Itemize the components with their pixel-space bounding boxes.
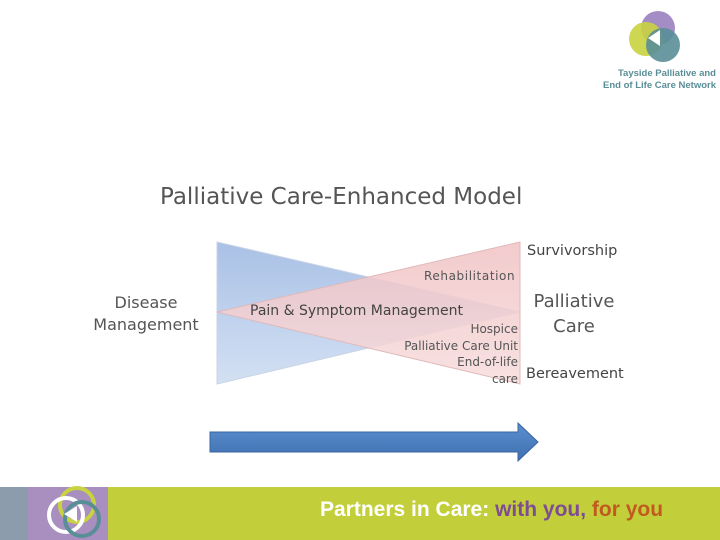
palliative-label-line1: Palliative: [533, 291, 615, 312]
hospice-label: Hospice: [470, 322, 518, 336]
organization-name-line2: End of Life Care Network: [603, 80, 716, 91]
disease-label-line1: Disease: [114, 293, 178, 312]
tagline-part2: with you,: [495, 498, 592, 521]
palliative-care-wedge: [216, 241, 521, 385]
organization-name-line1: Tayside Palliative and: [617, 68, 716, 79]
organization-name: Tayside Palliative and End of Life Care …: [580, 68, 716, 92]
footer-grey-block: [0, 487, 28, 540]
footer-logo-icon: [47, 486, 101, 538]
model-diagram: [216, 241, 521, 385]
progression-arrow-icon: [209, 421, 539, 463]
disease-label-line2: Management: [93, 315, 199, 334]
footer-tagline: Partners in Care: with you, for you: [320, 498, 663, 522]
tagline-part3: for you: [591, 498, 664, 521]
pain-symptom-label: Pain & Symptom Management: [250, 303, 464, 319]
network-logo-icon: [629, 11, 680, 62]
care-label: care: [491, 371, 518, 386]
slide-title: Palliative Care-Enhanced Model: [160, 184, 523, 210]
survivorship-label: Survivorship: [527, 243, 618, 259]
tagline-part1: Partners in Care:: [320, 498, 496, 521]
disease-management-label: Disease Management: [86, 292, 206, 336]
palliative-care-label: Palliative Care: [526, 289, 622, 339]
footer-bar: [0, 487, 720, 540]
rehabilitation-label: Rehabilitation: [424, 269, 516, 283]
palliative-care-unit-label: Palliative Care Unit: [404, 338, 518, 353]
end-of-life-label: End-of-life: [457, 355, 518, 369]
palliative-label-line2: Care: [553, 316, 595, 337]
bereavement-label: Bereavement: [526, 366, 624, 382]
care-settings-list: Hospice Palliative Care Unit End-of-life…: [380, 321, 518, 387]
